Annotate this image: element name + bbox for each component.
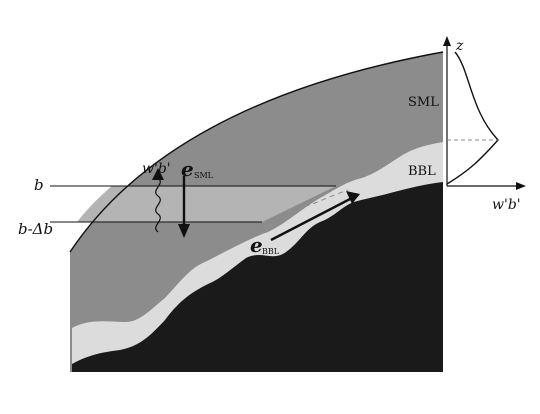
seabed-region — [72, 182, 443, 372]
flux-profile-curve — [446, 51, 499, 185]
bbl-label: BBL — [408, 164, 436, 179]
b-label: b — [34, 176, 44, 194]
e-sml-subscript: SML — [194, 171, 214, 180]
sml-label: SML — [408, 95, 439, 110]
z-axis-label: z — [455, 38, 464, 54]
z-axis-arrowhead — [443, 36, 451, 46]
isopycnal-band — [77, 186, 336, 222]
sea-surface-line — [69, 51, 444, 253]
e-bbl-arrow-shaft — [270, 196, 353, 242]
flux-axis-label: w'b' — [492, 197, 521, 213]
flux-axis-arrowhead — [516, 182, 526, 190]
b-minus-delta-b-label: b-Δb — [18, 220, 53, 238]
e-bbl-arrowhead — [346, 191, 360, 204]
flux-label: w'b' — [142, 161, 171, 177]
e-sml-symbol: e — [181, 157, 194, 181]
flux-squiggle — [155, 177, 161, 233]
flux-arrowhead — [152, 168, 164, 180]
e-sml-arrowhead — [178, 224, 190, 238]
e-bbl-subscript: BBL — [262, 247, 280, 256]
bbl-top-dashed — [239, 189, 349, 239]
e-bbl-symbol: e — [250, 233, 263, 257]
